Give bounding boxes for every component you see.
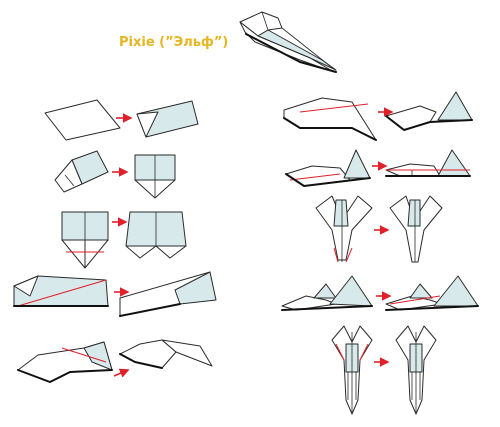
step-plane-top-folded <box>389 195 443 263</box>
step-plane-top-view <box>315 195 373 263</box>
step-kite-base <box>134 154 176 199</box>
step-body-peak <box>385 91 473 131</box>
step-side-peak-done <box>385 275 479 311</box>
step-tail-folded <box>119 339 213 369</box>
step-side-peak-fold <box>281 275 373 311</box>
step-final-top-view-folded <box>395 325 437 415</box>
step-body-with-fold <box>283 97 377 141</box>
diagram-title: Pixie (”Эльф”) <box>119 35 229 50</box>
step-rectangle-with-triangles <box>61 211 109 269</box>
step-long-flat-diagonal <box>13 275 109 307</box>
step-tail-shape <box>17 341 113 383</box>
finished-plane-illustration <box>239 11 337 73</box>
step-flat-sheet <box>44 99 121 141</box>
step-sheet-flipped <box>136 100 199 138</box>
step-arrows <box>112 107 394 378</box>
step-pyramid-flattened <box>385 149 471 177</box>
step-pyramid-fold <box>285 149 371 187</box>
step-final-top-view <box>331 325 373 415</box>
arrow-5 <box>113 368 130 378</box>
step-folded-rectangle <box>125 211 187 259</box>
step-corner-fold <box>54 150 109 193</box>
step-wing-fold <box>119 271 217 317</box>
